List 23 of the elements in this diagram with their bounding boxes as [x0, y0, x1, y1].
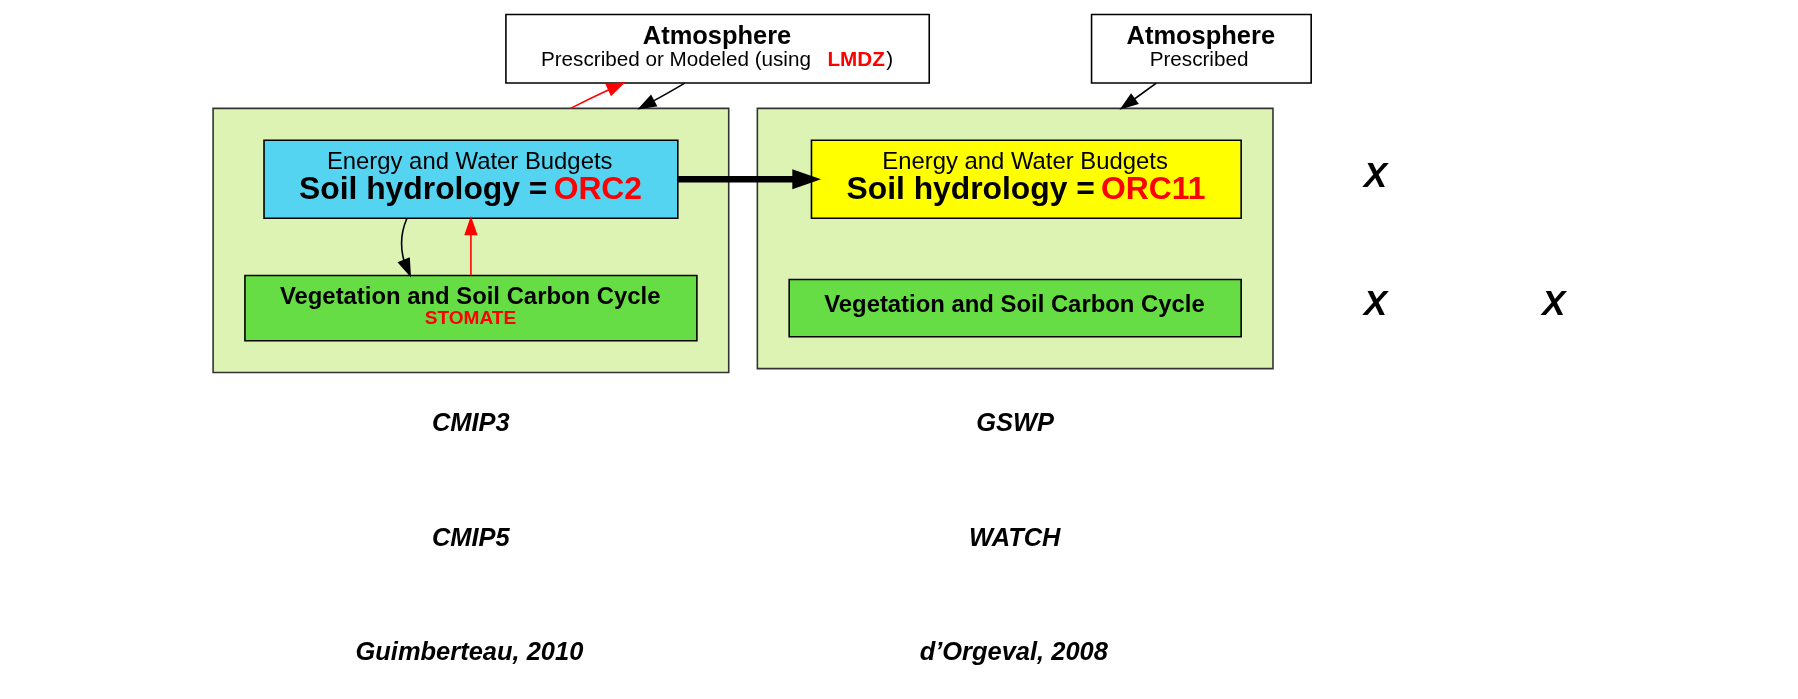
label: Guimberteau, 2010 [355, 637, 584, 666]
node-box: Vegetation and Soil Carbon Cycle STOMATE [244, 274, 698, 342]
label: WATCH [969, 522, 1061, 551]
arrow [397, 217, 411, 278]
cluster [756, 107, 1274, 370]
node-box: Vegetation and Soil Carbon Cycle [788, 278, 1242, 338]
label: CMIP5 [431, 522, 510, 551]
label: d’Orgeval, 2008 [919, 637, 1108, 666]
label: X [1541, 283, 1566, 323]
node-box: Energy and Water Budgets Soil hydrology = ORC2 [263, 139, 679, 219]
arrow [569, 82, 626, 110]
arrow [464, 216, 478, 276]
arrow [678, 169, 822, 190]
arrow [1119, 82, 1158, 110]
arrow [637, 82, 686, 110]
label: X [1363, 154, 1388, 194]
label: GSWP [976, 408, 1054, 437]
node-box: Atmosphere Prescribed or Modeled (using LMDZ) [505, 13, 931, 84]
node-box: Energy and Water Budgets Soil hydrology = ORC11 [810, 139, 1242, 219]
node-box: Atmosphere Prescribed [1090, 13, 1312, 84]
label: X [1363, 283, 1388, 323]
label: CMIP3 [431, 408, 510, 437]
cluster [212, 107, 730, 374]
